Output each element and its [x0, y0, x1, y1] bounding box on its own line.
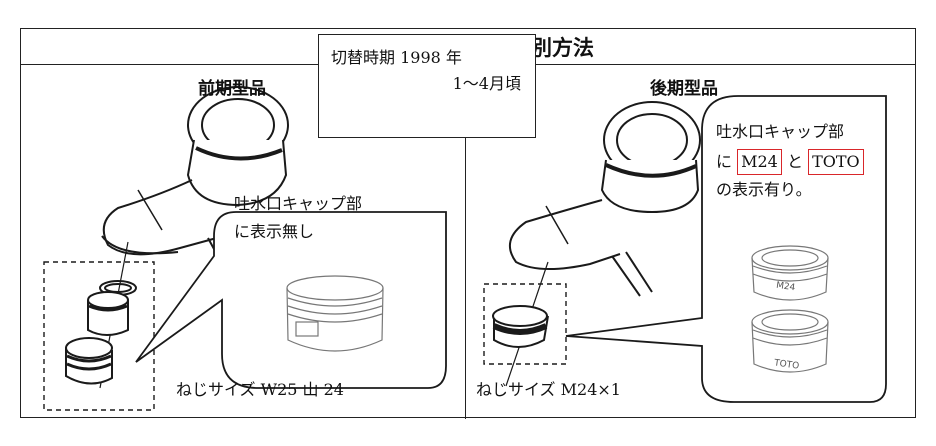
- left-thread-size: W25 山 24: [260, 380, 344, 399]
- left-cap-icon: [286, 275, 384, 352]
- late-model-heading: 後期型品: [650, 79, 718, 99]
- right-callout-line3: の表示有り。: [716, 180, 812, 199]
- switch-period-label: 切替時期: [331, 48, 396, 67]
- right-callout-line2: に M24 と TOTO: [716, 148, 864, 176]
- marking-m24-highlight: M24: [737, 149, 782, 175]
- right-parts-box: [483, 283, 567, 365]
- right-aerator-icon: [492, 305, 549, 348]
- right-callout-pre: に: [716, 152, 733, 171]
- right-thread-size-caption: ねじサイズ M24×1: [476, 376, 621, 400]
- right-faucet-icon: [505, 101, 701, 387]
- right-thread-prefix: ねじサイズ: [476, 380, 556, 399]
- left-callout-line2: に表示無し: [234, 222, 315, 241]
- left-callout-text: 吐水口キャップ部 に表示無し: [234, 190, 362, 246]
- left-parts-box: [43, 261, 155, 411]
- switch-period-year: 1998 年: [400, 48, 462, 67]
- right-callout-line1: 吐水口キャップ部: [716, 122, 845, 141]
- aerator-parts-illustration: [65, 280, 137, 385]
- right-cap-toto-icon: [751, 309, 829, 373]
- switch-period-box: 切替時期 1998 年 1～4月頃: [318, 34, 536, 138]
- right-callout-mid: と: [786, 152, 803, 171]
- left-callout-bubble: [135, 211, 447, 389]
- switch-period-line1: 切替時期 1998 年: [331, 45, 462, 71]
- early-model-heading: 前期型品: [198, 79, 266, 99]
- right-callout-bubble: [565, 95, 887, 403]
- right-cap-m24-icon: [751, 245, 829, 301]
- column-divider: [465, 65, 466, 419]
- right-thread-size: M24×1: [560, 380, 621, 399]
- left-faucet-icon: [99, 86, 289, 389]
- left-thread-prefix: ねじサイズ: [176, 380, 256, 399]
- left-thread-size-caption: ねじサイズ W25 山 24: [176, 376, 344, 400]
- marking-toto-highlight: TOTO: [808, 149, 864, 175]
- right-callout-text: 吐水口キャップ部 に M24 と TOTO の表示有り。: [716, 118, 864, 204]
- left-callout-line1: 吐水口キャップ部: [234, 194, 363, 213]
- switch-period-line2: 1～4月頃: [452, 74, 521, 93]
